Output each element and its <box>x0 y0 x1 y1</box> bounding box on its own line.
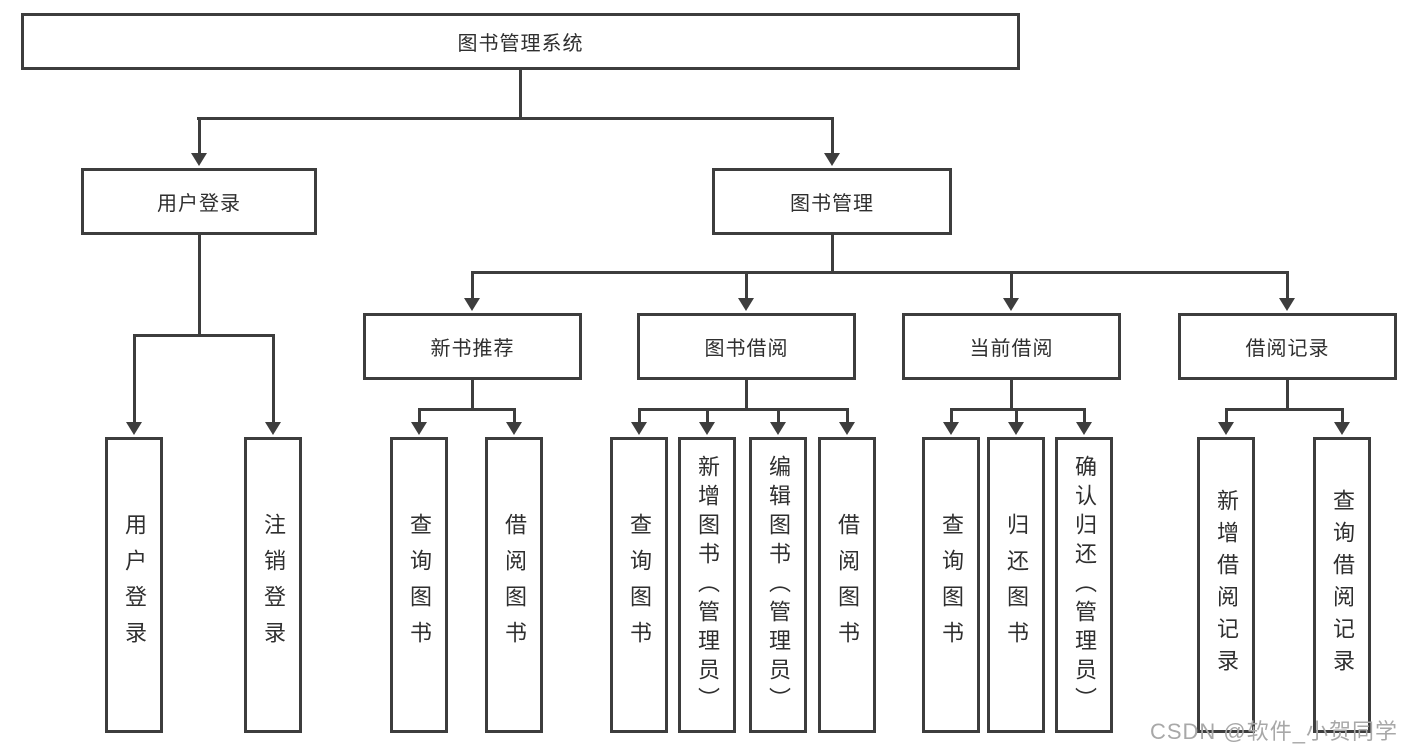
connector-line <box>638 408 641 425</box>
connector-line <box>272 334 275 426</box>
leaf-nb-borrow-book: 借阅图书 <box>485 437 543 733</box>
connector-line <box>745 379 748 411</box>
connector-line <box>950 408 953 425</box>
connector-line <box>471 379 474 411</box>
arrowhead-icon <box>738 298 754 311</box>
leaf-cb-confirm-return-admin-label: 确认归还（管理员） <box>1072 454 1097 716</box>
arrowhead-icon <box>191 153 207 166</box>
connector-line <box>1015 408 1018 425</box>
leaf-nb-query-book-label: 查询图书 <box>407 513 432 657</box>
arrowhead-icon <box>699 422 715 435</box>
node-book-borrow: 图书借阅 <box>637 313 856 380</box>
node-user-login-label: 用户登录 <box>157 193 241 215</box>
connector-line <box>513 408 516 425</box>
leaf-cb-confirm-return-admin: 确认归还（管理员） <box>1055 437 1113 733</box>
arrowhead-icon <box>506 422 522 435</box>
connector-line <box>1341 408 1344 425</box>
leaf-user-login-label: 用户登录 <box>122 513 147 657</box>
node-new-book-recommend: 新书推荐 <box>363 313 582 380</box>
connector-line <box>745 271 748 301</box>
leaf-cb-return-book-label: 归还图书 <box>1004 513 1029 657</box>
connector-line <box>1225 408 1344 411</box>
csdn-watermark: CSDN @软件_小贺同学 <box>1149 719 1398 744</box>
connector-line <box>519 69 522 119</box>
leaf-logout: 注销登录 <box>244 437 302 733</box>
arrowhead-icon <box>1076 422 1092 435</box>
leaf-cb-query-book-label: 查询图书 <box>939 513 964 657</box>
leaf-br-query-record-label: 查询借阅记录 <box>1330 489 1355 681</box>
leaf-logout-label: 注销登录 <box>261 513 286 657</box>
connector-line <box>1010 379 1013 411</box>
connector-line <box>198 234 201 337</box>
connector-line <box>471 271 474 301</box>
connector-line <box>638 408 848 411</box>
leaf-bb-add-book-admin-label: 新增图书（管理员） <box>695 454 720 716</box>
connector-line <box>1225 408 1228 425</box>
connector-line <box>831 234 834 274</box>
connector-line <box>418 408 421 425</box>
leaf-bb-query-book-label: 查询图书 <box>627 513 652 657</box>
leaf-bb-query-book: 查询图书 <box>610 437 668 733</box>
leaf-bb-add-book-admin: 新增图书（管理员） <box>678 437 736 733</box>
arrowhead-icon <box>265 422 281 435</box>
connector-line <box>197 117 834 120</box>
arrowhead-icon <box>464 298 480 311</box>
connector-line <box>706 408 709 425</box>
node-borrow-records: 借阅记录 <box>1178 313 1397 380</box>
leaf-br-add-record-label: 新增借阅记录 <box>1214 489 1239 681</box>
connector-line <box>133 334 275 337</box>
connector-line <box>1286 379 1289 411</box>
arrowhead-icon <box>1003 298 1019 311</box>
arrowhead-icon <box>1218 422 1234 435</box>
arrowhead-icon <box>943 422 959 435</box>
leaf-nb-query-book: 查询图书 <box>390 437 448 733</box>
leaf-bb-edit-book-admin: 编辑图书（管理员） <box>749 437 807 733</box>
connector-line <box>831 117 834 157</box>
connector-line <box>418 408 516 411</box>
connector-line <box>133 334 136 426</box>
arrowhead-icon <box>1008 422 1024 435</box>
node-root: 图书管理系统 <box>21 13 1020 70</box>
connector-line <box>846 408 849 425</box>
leaf-bb-borrow-book: 借阅图书 <box>818 437 876 733</box>
node-root-label: 图书管理系统 <box>457 33 584 55</box>
leaf-nb-borrow-book-label: 借阅图书 <box>502 513 527 657</box>
connector-line <box>950 408 1086 411</box>
connector-line <box>198 117 201 157</box>
node-current-borrow-label: 当前借阅 <box>969 338 1054 360</box>
connector-line <box>1010 271 1013 301</box>
leaf-cb-return-book: 归还图书 <box>987 437 1045 733</box>
leaf-bb-borrow-book-label: 借阅图书 <box>835 513 860 657</box>
arrowhead-icon <box>824 153 840 166</box>
arrowhead-icon <box>411 422 427 435</box>
leaf-user-login: 用户登录 <box>105 437 163 733</box>
node-borrow-records-label: 借阅记录 <box>1245 338 1330 360</box>
node-user-login: 用户登录 <box>81 168 317 235</box>
connector-line <box>1083 408 1086 425</box>
connector-line <box>1286 271 1289 301</box>
node-new-book-recommend-label: 新书推荐 <box>430 338 515 360</box>
arrowhead-icon <box>1334 422 1350 435</box>
node-book-borrow-label: 图书借阅 <box>704 338 789 360</box>
connector-line <box>471 271 1289 274</box>
node-book-management-label: 图书管理 <box>790 193 874 215</box>
leaf-bb-edit-book-admin-label: 编辑图书（管理员） <box>766 454 791 716</box>
node-current-borrow: 当前借阅 <box>902 313 1121 380</box>
arrowhead-icon <box>631 422 647 435</box>
arrowhead-icon <box>1279 298 1295 311</box>
connector-line <box>777 408 780 425</box>
leaf-cb-query-book: 查询图书 <box>922 437 980 733</box>
arrowhead-icon <box>770 422 786 435</box>
leaf-br-query-record: 查询借阅记录 <box>1313 437 1371 733</box>
leaf-br-add-record: 新增借阅记录 <box>1197 437 1255 733</box>
arrowhead-icon <box>839 422 855 435</box>
arrowhead-icon <box>126 422 142 435</box>
node-book-management: 图书管理 <box>712 168 952 235</box>
